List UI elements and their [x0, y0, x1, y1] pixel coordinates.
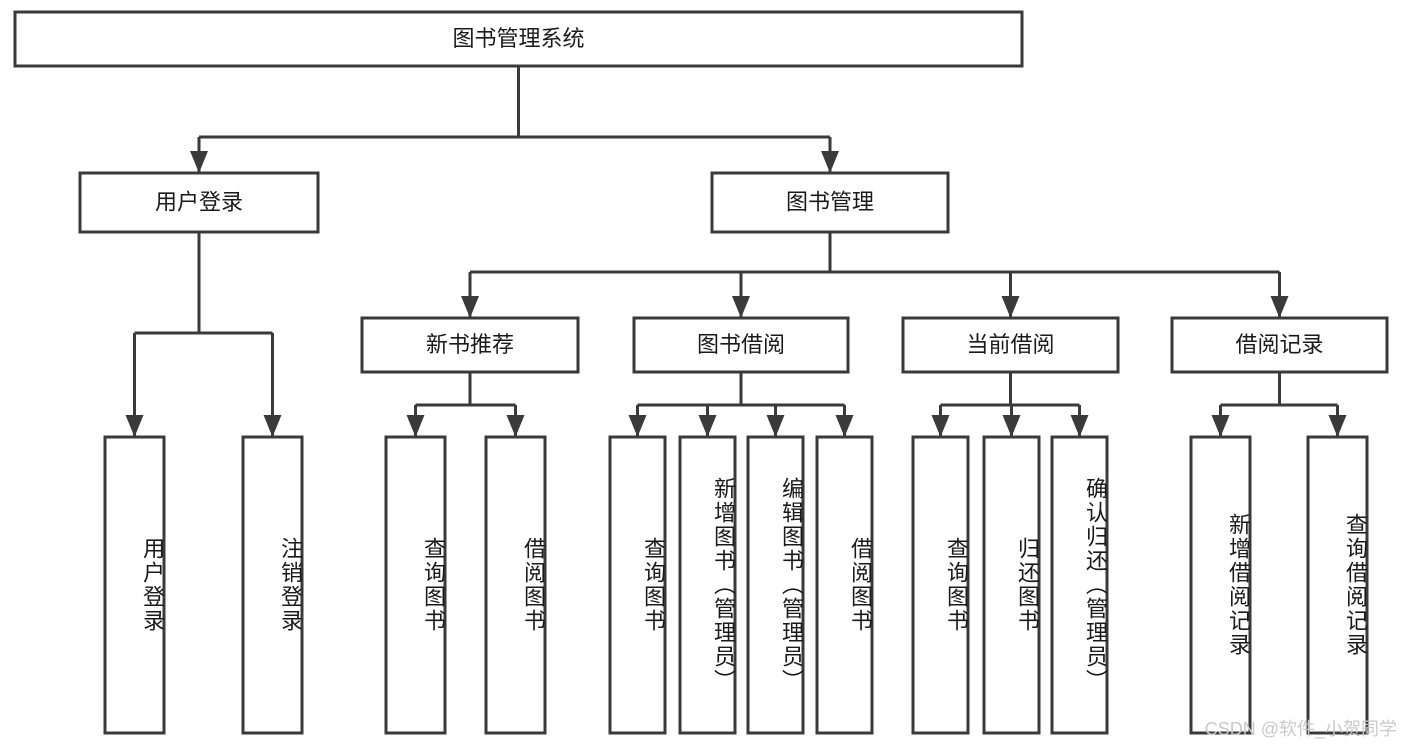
arrow-head-icon-leaf-1 — [263, 415, 282, 437]
arrow-head-icon-leaf-2 — [406, 415, 425, 437]
node-box-leaf-10[interactable] — [1050, 435, 1109, 735]
node-label-level3-1: 图书借阅 — [697, 332, 785, 357]
node-label-level3-0: 新书推荐 — [426, 332, 514, 357]
arrow-head-icon-新书推荐 — [461, 296, 479, 318]
node-box-leaf-2[interactable] — [384, 435, 447, 735]
arrow-head-icon-leaf-5 — [698, 415, 717, 437]
arrow-head-icon-leaf-12 — [1328, 415, 1347, 437]
node-box-leaf-0[interactable] — [103, 435, 166, 735]
arrow-head-icon-leaf-6 — [766, 415, 785, 437]
node-label-root: 图书管理系统 — [452, 26, 584, 51]
node-label-level2-0: 用户登录 — [155, 189, 243, 214]
node-box-leaf-4[interactable] — [608, 435, 667, 735]
arrow-head-icon-借阅记录 — [1270, 296, 1289, 318]
arrow-head-icon-leaf-0 — [125, 415, 144, 437]
arrow-head-icon-leaf-11 — [1211, 415, 1230, 437]
node-box-leaf-11[interactable] — [1189, 435, 1252, 735]
node-box-level2-0[interactable] — [78, 171, 320, 234]
node-box-leaf-8[interactable] — [911, 435, 970, 735]
arrow-head-icon-当前借阅 — [1001, 296, 1020, 318]
arrow-head-icon-leaf-7 — [835, 415, 854, 437]
node-label-level3-3: 借阅记录 — [1235, 332, 1323, 357]
node-box-leaf-9[interactable] — [982, 435, 1041, 735]
arrow-head-icon-leaf-3 — [506, 415, 525, 437]
arrow-head-icon-leaf-4 — [628, 415, 647, 437]
csdn-watermark: CSDN @软件_小贺同学 — [1204, 719, 1397, 739]
node-box-level3-0[interactable] — [360, 316, 580, 374]
boxes-layer — [13, 10, 1389, 735]
node-label-level2-1: 图书管理 — [786, 189, 874, 214]
node-box-leaf-6[interactable] — [746, 435, 805, 735]
arrow-head-icon-leaf-10 — [1070, 415, 1089, 437]
node-box-level2-1[interactable] — [710, 171, 950, 234]
node-box-leaf-1[interactable] — [241, 435, 304, 735]
node-box-leaf-3[interactable] — [484, 435, 547, 735]
arrow-head-icon-leaf-8 — [931, 415, 950, 437]
arrow-head-icon-leaf-9 — [1002, 415, 1021, 437]
node-box-level3-2[interactable] — [901, 316, 1120, 374]
node-box-leaf-5[interactable] — [678, 435, 737, 735]
node-box-leaf-12[interactable] — [1306, 435, 1369, 735]
node-label-level3-2: 当前借阅 — [966, 332, 1054, 357]
node-box-level3-3[interactable] — [1170, 316, 1389, 374]
node-box-leaf-7[interactable] — [815, 435, 874, 735]
arrow-head-icon-图书借阅 — [732, 296, 750, 318]
node-box-root[interactable] — [13, 10, 1024, 68]
connectors-layer — [125, 66, 1347, 437]
node-box-level3-1[interactable] — [632, 316, 850, 374]
arrow-head-icon-图书管理 — [821, 151, 839, 173]
arrow-head-icon-用户登录 — [190, 151, 208, 173]
